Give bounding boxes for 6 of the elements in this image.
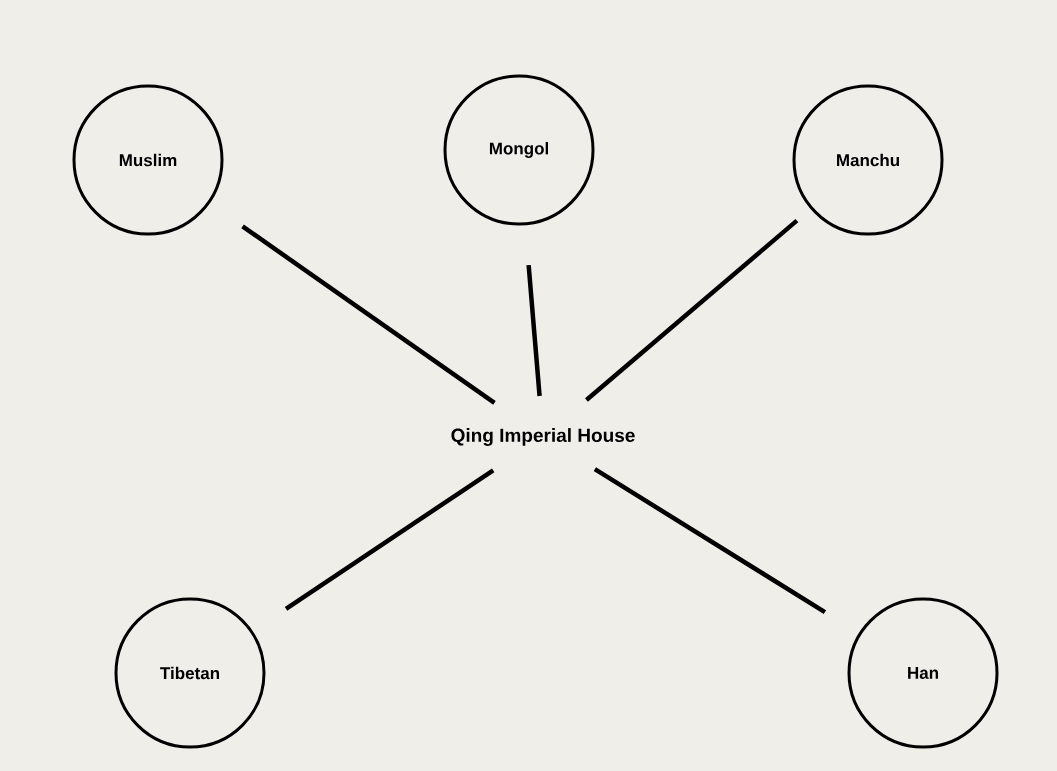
connector-line (526, 264, 542, 397)
connector-line (241, 224, 496, 405)
connector-line (284, 468, 495, 611)
connector-line (585, 218, 799, 402)
center-label: Qing Imperial House (451, 428, 635, 446)
connector-line (593, 467, 827, 614)
